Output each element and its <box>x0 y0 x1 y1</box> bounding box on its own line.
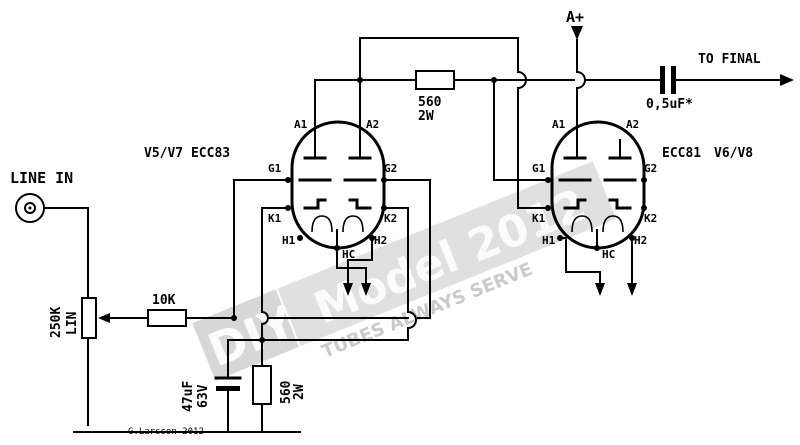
heater-left-arrow-b <box>361 283 371 296</box>
cap-voltage-label: 63V <box>196 384 211 408</box>
pin-k2-left: K2 <box>384 212 397 225</box>
tube-right-cathode1 <box>563 198 587 210</box>
pin-k1-left: K1 <box>268 212 282 225</box>
supply-arrow <box>571 26 583 40</box>
h1-dot-left <box>297 235 303 241</box>
pin-h2-right: H2 <box>634 234 647 247</box>
tube-left-cathode2 <box>348 198 372 210</box>
tube-right-heater1 <box>571 215 593 233</box>
cathode-resistor <box>252 365 272 405</box>
k2-crossover <box>406 310 417 330</box>
pin-h1-right: H1 <box>542 234 556 247</box>
g1-dot-right <box>545 177 551 183</box>
pin-k2-right: K2 <box>644 212 657 225</box>
plate-resistor <box>415 70 455 90</box>
tube-right-cathode2 <box>608 198 632 210</box>
line-in-jack <box>15 193 45 223</box>
pin-a2-left: A2 <box>366 118 379 131</box>
tube-left-label: V5/V7 ECC83 <box>144 146 230 161</box>
heater-left-wire-b <box>347 237 373 286</box>
cap-value-label: 47uF <box>181 381 196 412</box>
pot-taper-label: LIN <box>65 311 80 335</box>
heater-left-wire-a <box>336 247 367 286</box>
pin-g2-left: G2 <box>384 162 397 175</box>
tube-left-heater2 <box>342 215 364 233</box>
signature: G.Larsson 2012 <box>128 427 204 437</box>
output-arrow <box>780 74 794 86</box>
series-resistor <box>147 309 187 327</box>
jack-inner-ring <box>24 202 36 214</box>
plate-res-value-label: 560 <box>418 95 442 110</box>
series-res-label: 10K <box>152 293 176 308</box>
heater-right-arrow-b <box>627 283 637 296</box>
plate-res-power-label: 2W <box>418 109 434 124</box>
anode-to-k1-right <box>517 87 549 209</box>
pin-g1-left: G1 <box>268 162 282 175</box>
pin-h1-left: H1 <box>282 234 296 247</box>
cathode-res-value-label: 560 <box>279 380 294 404</box>
pin-a2-right: A2 <box>626 118 639 131</box>
coupling-cap-plate-b <box>671 66 676 94</box>
volume-pot <box>81 297 97 339</box>
heater-right-arrow-a <box>595 283 605 296</box>
output-label: TO FINAL <box>698 52 761 67</box>
hc-dot-right <box>594 245 600 251</box>
pin-h2-left: H2 <box>374 234 387 247</box>
k1-dot-right <box>545 205 551 211</box>
plate-to-g1-right <box>493 79 549 181</box>
pot-value-label: 250K <box>49 307 64 338</box>
cathode-res-power-label: 2W <box>292 384 307 400</box>
jack-center <box>28 206 32 210</box>
watermark-brand-box <box>192 289 299 381</box>
g1-junction <box>231 315 237 321</box>
tube-left-heater1 <box>311 215 333 233</box>
k1-crossover <box>260 310 269 326</box>
pin-g1-right: G1 <box>532 162 546 175</box>
pin-k1-right: K1 <box>532 212 546 225</box>
g2-dot-right <box>641 177 647 183</box>
coupling-cap-label: 0,5uF* <box>646 97 693 112</box>
g2-left-wire <box>383 179 431 319</box>
k2-dot-right <box>641 205 647 211</box>
k2-left-wire <box>383 207 409 313</box>
line-in-label: LINE IN <box>10 169 73 187</box>
g1-left-wire <box>233 179 289 319</box>
cap-plate-bottom <box>216 386 240 391</box>
pin-g2-right: G2 <box>644 162 657 175</box>
tube-right-heater2 <box>602 215 624 233</box>
tube-right-type-label: ECC81 <box>662 146 701 161</box>
tube-ecc83 <box>290 79 386 250</box>
input-wire <box>43 207 89 299</box>
coupling-cap-plate-a <box>660 66 665 94</box>
tube-left-cathode1 <box>303 198 327 210</box>
heater-right-wire-a <box>559 237 601 286</box>
wiper-arrow <box>98 313 110 323</box>
supply-label: A+ <box>566 8 584 26</box>
k1-left-wire <box>261 207 289 313</box>
cap-top-wire <box>227 339 263 379</box>
pin-hc-right: HC <box>602 248 615 261</box>
anode-top-loop <box>359 37 519 81</box>
pin-hc-left: HC <box>342 248 355 261</box>
pin-a1-right: A1 <box>552 118 566 131</box>
supply-crossover <box>575 70 586 90</box>
pin-a1-left: A1 <box>294 118 308 131</box>
heater-left-arrow-a <box>343 283 353 296</box>
tube-right-ref-label: V6/V8 <box>714 146 753 161</box>
